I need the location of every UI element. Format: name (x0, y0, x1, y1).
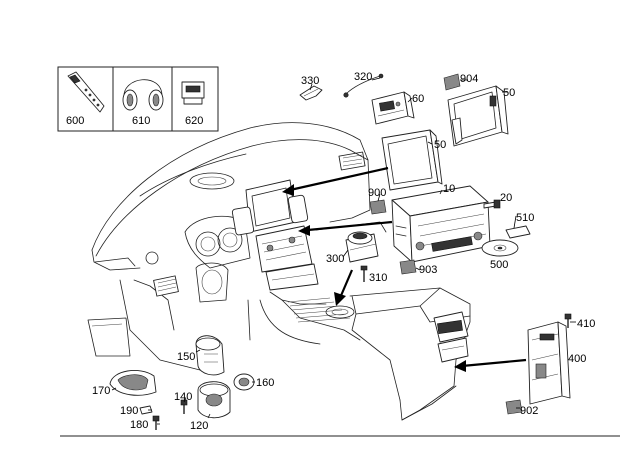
part-10-head-unit[interactable] (391, 185, 491, 263)
arrow-headunit-to-dash (298, 220, 393, 236)
label-320: 320 (354, 71, 372, 83)
assembly-arrows (282, 166, 527, 372)
label-600: 600 (66, 115, 84, 127)
headphones-icon[interactable] (122, 79, 164, 111)
part-number-labels: 330 320 904 60 50 50 10 900 20 510 300 3… (92, 71, 595, 432)
part-180-screw[interactable] (152, 415, 160, 430)
part-120-blower[interactable] (197, 381, 231, 419)
label-190: 190 (120, 405, 138, 417)
label-300: 300 (326, 253, 344, 265)
label-50-upper: 50 (503, 87, 515, 99)
part-330-bracket[interactable] (299, 85, 323, 101)
part-900-pad[interactable] (369, 199, 387, 215)
console-ribbed-floor (287, 297, 351, 323)
part-170-bezel[interactable] (109, 369, 157, 396)
label-410: 410 (577, 318, 595, 330)
dashboard-assembly (87, 122, 387, 371)
label-10: 10 (443, 183, 455, 195)
label-170: 170 (92, 385, 110, 397)
arrow-display-to-dash (282, 166, 389, 196)
accessory-inset: 600 610 620 (57, 66, 219, 132)
part-300-controller[interactable] (345, 231, 379, 263)
label-160: 160 (256, 377, 274, 389)
label-510: 510 (516, 212, 534, 224)
label-180: 180 (130, 419, 148, 431)
part-20-screw[interactable] (483, 199, 501, 209)
part-500-disc[interactable] (481, 239, 519, 257)
label-902: 902 (520, 405, 538, 417)
part-50-display-upper[interactable] (447, 85, 509, 147)
label-620: 620 (185, 115, 203, 127)
label-500: 500 (490, 259, 508, 271)
part-50-display-lower[interactable] (381, 129, 443, 191)
connector-module-icon[interactable] (181, 81, 205, 105)
label-20: 20 (500, 192, 512, 204)
label-60: 60 (412, 93, 424, 105)
label-400: 400 (568, 353, 586, 365)
remote-control-icon[interactable] (67, 71, 105, 113)
label-903: 903 (419, 264, 437, 276)
part-903-pad[interactable] (399, 259, 417, 275)
arrow-controller-to-console (334, 269, 354, 306)
part-902-pad[interactable] (505, 399, 523, 415)
part-904-pad[interactable] (443, 73, 468, 91)
part-160-ring[interactable] (233, 373, 255, 391)
label-150: 150 (177, 351, 195, 363)
label-904: 904 (460, 73, 478, 85)
leader-lines (111, 83, 576, 425)
part-410-screw[interactable] (564, 313, 572, 328)
part-510-label[interactable] (505, 225, 531, 239)
part-310-screw[interactable] (360, 265, 368, 282)
center-console (325, 287, 471, 421)
part-140-screw[interactable] (180, 399, 188, 414)
label-610: 610 (132, 115, 150, 127)
label-50-lower: 50 (434, 139, 446, 151)
label-900: 900 (368, 187, 386, 199)
label-140: 140 (174, 391, 192, 403)
part-150-duct[interactable] (195, 335, 225, 376)
part-190-clip[interactable] (139, 405, 153, 415)
label-330: 330 (301, 75, 319, 87)
part-400-amplifier[interactable] (527, 321, 571, 405)
arrow-amplifier-to-console (454, 358, 527, 372)
part-320-cable[interactable] (343, 73, 384, 98)
part-60-control-unit[interactable] (371, 91, 415, 125)
label-120: 120 (190, 420, 208, 432)
label-310: 310 (369, 272, 387, 284)
